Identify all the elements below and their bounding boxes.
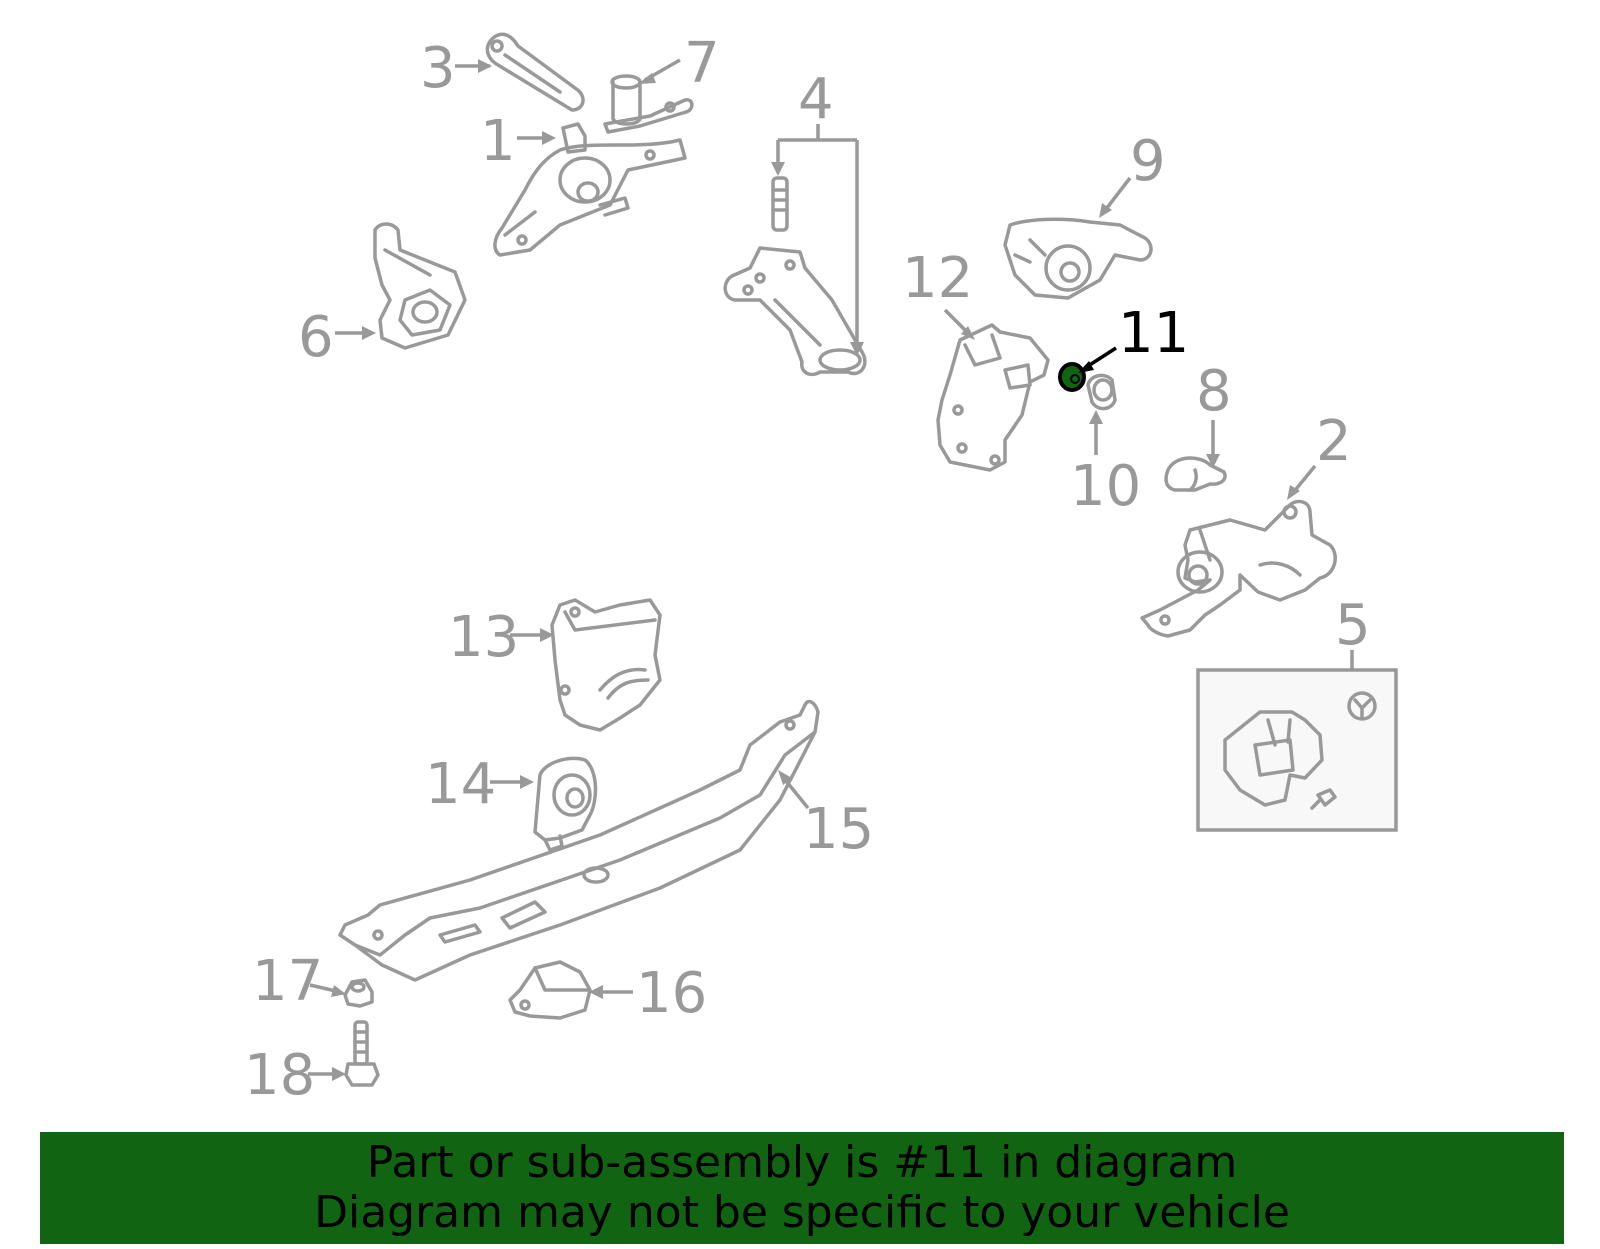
part-17-nut bbox=[343, 978, 374, 1008]
part-7-bushing-bracket bbox=[603, 74, 694, 134]
part-4-stud bbox=[771, 176, 789, 232]
callout-13: 13 bbox=[448, 605, 519, 670]
part-16-stopper bbox=[508, 960, 592, 1020]
callout-16: 16 bbox=[636, 961, 707, 1026]
callout-10: 10 bbox=[1070, 454, 1141, 519]
part-15-crossmember bbox=[338, 699, 820, 982]
callout-2: 2 bbox=[1316, 409, 1352, 474]
callout-18: 18 bbox=[244, 1043, 315, 1108]
part-18-bolt bbox=[344, 1020, 380, 1087]
callout-17: 17 bbox=[252, 949, 323, 1014]
callout-14: 14 bbox=[425, 752, 496, 817]
part-4-bracket bbox=[723, 246, 867, 377]
callout-12: 12 bbox=[902, 246, 973, 311]
callout-9: 9 bbox=[1130, 129, 1166, 194]
part-1-engine-mount bbox=[493, 122, 687, 257]
part-12-mount-bracket bbox=[936, 323, 1050, 472]
callout-3: 3 bbox=[420, 36, 456, 101]
callout-1: 1 bbox=[480, 109, 516, 174]
part-10-bushing bbox=[1086, 373, 1117, 411]
banner-line-disclaimer: Diagram may not be specific to your vehi… bbox=[314, 1187, 1290, 1238]
callout-11: 11 bbox=[1118, 301, 1189, 366]
callout-15: 15 bbox=[803, 797, 874, 862]
callout-8: 8 bbox=[1196, 359, 1232, 424]
callout-5: 5 bbox=[1335, 593, 1371, 658]
callout-4: 4 bbox=[798, 67, 834, 132]
part-11-highlighted bbox=[1058, 362, 1086, 392]
part-2-mount-assembly bbox=[1140, 499, 1337, 638]
part-3-bracket-bar bbox=[485, 32, 585, 112]
info-banner: Part or sub-assembly is #11 in diagram D… bbox=[40, 1132, 1564, 1244]
part-8-stopper bbox=[1164, 456, 1227, 492]
banner-line-part-number: Part or sub-assembly is #11 in diagram bbox=[366, 1137, 1238, 1188]
part-6-engine-bracket bbox=[373, 222, 467, 350]
leader-4 bbox=[776, 124, 859, 350]
callout-6: 6 bbox=[298, 305, 334, 370]
part-14-mount bbox=[533, 756, 598, 852]
part-9-side-mount bbox=[1003, 217, 1153, 300]
callout-7: 7 bbox=[684, 31, 720, 96]
part-13-bracket bbox=[550, 598, 662, 732]
part-5-kit-box bbox=[1196, 668, 1398, 832]
